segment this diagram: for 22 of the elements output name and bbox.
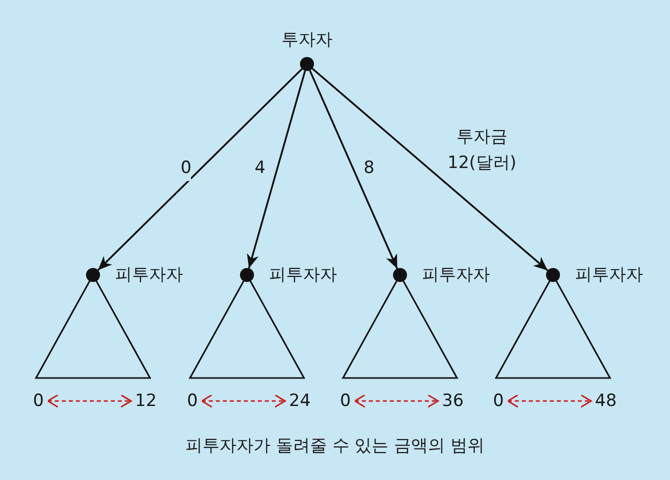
range-arrow: [47, 394, 132, 408]
arrow: [309, 70, 398, 269]
node-label: 피투자자: [575, 265, 643, 285]
node-label: 피투자자: [115, 265, 183, 285]
range-value: 36: [442, 391, 464, 411]
range-value: 0: [187, 391, 198, 411]
arrow: [246, 70, 306, 269]
arrow: [97, 68, 303, 271]
range-value: 24: [289, 391, 311, 411]
caption: 피투자자가 돌려줄 수 있는 금액의 범위: [185, 436, 485, 456]
node-label: 피투자자: [422, 265, 490, 285]
node-label: 투자자: [280, 30, 334, 50]
range-arrow: [507, 394, 592, 408]
range-value: 0: [340, 391, 351, 411]
range-value: 0: [493, 391, 504, 411]
range-value: 0: [33, 391, 44, 411]
range-arrow: [201, 394, 286, 408]
range-arrow: [354, 394, 439, 408]
range-value: 48: [595, 391, 617, 411]
range-value: 12: [135, 391, 157, 411]
node-label: 피투자자: [269, 265, 337, 285]
arrow: [312, 68, 548, 272]
